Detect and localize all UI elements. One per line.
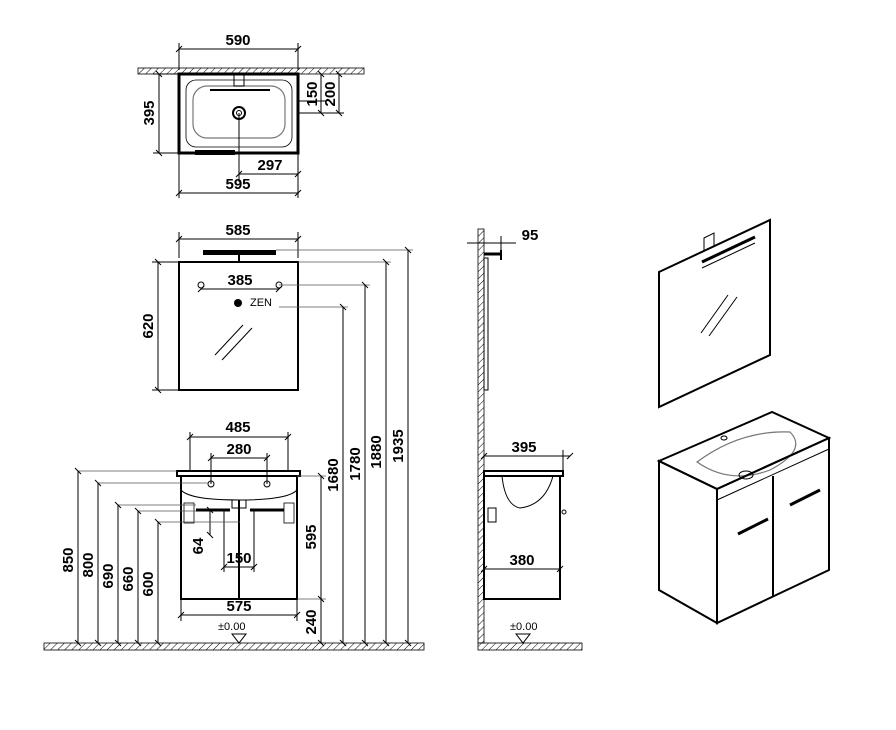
- top-view: 590 395 150 200 297 595: [137, 32, 365, 198]
- faucet-block: [233, 73, 245, 87]
- dim-150-top: 150: [304, 81, 321, 106]
- dim-380: 380: [509, 552, 534, 569]
- iso-cabinet-side: [658, 459, 718, 625]
- dim-1935: 1935: [390, 429, 407, 462]
- side-cabinet: [483, 475, 561, 600]
- iso-basin-bowl: [695, 431, 797, 477]
- floor-hatch-front: [43, 642, 425, 651]
- dim-1680: 1680: [325, 458, 342, 491]
- isometric-view: [656, 218, 832, 625]
- iso-light: [701, 235, 756, 264]
- dim-850: 850: [60, 547, 77, 572]
- dim-595-top: 595: [225, 176, 250, 193]
- mirror-light: [203, 250, 276, 255]
- brand-logo: ZEN: [250, 297, 272, 309]
- floor-level-side: ±0.00: [510, 621, 537, 633]
- dim-690: 690: [100, 563, 117, 588]
- dim-395-side: 395: [511, 439, 536, 456]
- front-view: ZEN 585 385 620 485 280: [43, 222, 425, 651]
- dim-240: 240: [303, 609, 320, 634]
- dim-200-top: 200: [322, 81, 339, 106]
- iso-mirror: [658, 218, 771, 409]
- dim-600: 600: [140, 571, 157, 596]
- dim-64: 64: [190, 537, 207, 554]
- floor-level-front: ±0.00: [218, 621, 245, 633]
- dim-280: 280: [226, 441, 251, 458]
- dim-1780: 1780: [347, 447, 364, 480]
- dim-585: 585: [225, 222, 250, 239]
- side-mirror: [483, 257, 489, 391]
- dim-385: 385: [227, 272, 252, 289]
- dim-595-front: 595: [303, 524, 320, 549]
- dim-620: 620: [140, 313, 157, 338]
- dim-95: 95: [522, 227, 539, 244]
- floor-hatch-side: [477, 642, 583, 651]
- iso-handle-left: [737, 517, 769, 536]
- iso-cabinet-front: [716, 436, 830, 625]
- dim-800: 800: [80, 552, 97, 577]
- dim-395-top: 395: [141, 100, 158, 125]
- dim-485: 485: [225, 419, 250, 436]
- dim-590: 590: [225, 32, 250, 49]
- dim-297: 297: [257, 157, 282, 174]
- side-view: 95 395 380 ±0.00: [467, 227, 583, 651]
- iso-handle-right: [789, 488, 821, 507]
- dim-1880: 1880: [368, 435, 385, 468]
- dim-150-front: 150: [226, 550, 251, 567]
- dim-660: 660: [120, 566, 137, 591]
- dim-575: 575: [226, 598, 251, 615]
